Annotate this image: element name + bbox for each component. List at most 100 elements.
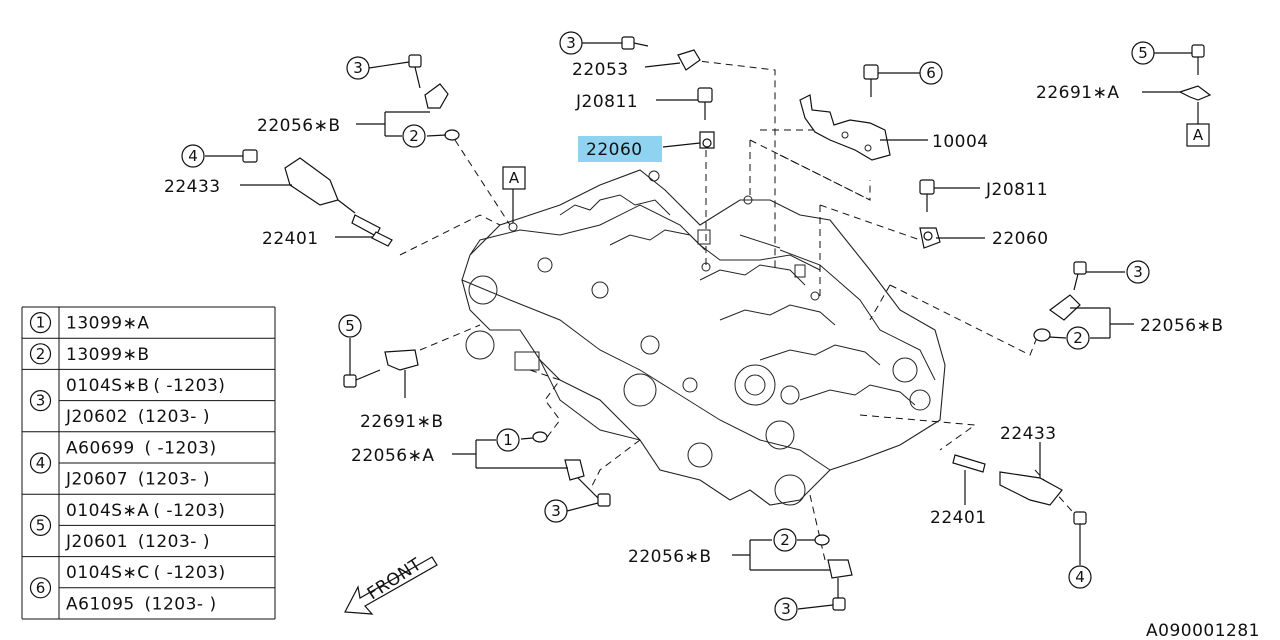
part-ignition-coil-22433-right bbox=[999, 471, 1087, 525]
legend-part-number[interactable]: J20601 (1203- ) bbox=[65, 532, 210, 552]
label-22691b[interactable]: 22691∗B bbox=[360, 412, 444, 432]
legend-key-marker bbox=[29, 577, 52, 599]
diagram-code: A090001281 bbox=[1146, 621, 1260, 640]
svg-text:5: 5 bbox=[345, 317, 355, 335]
reference-box-a-top-right: A bbox=[1186, 123, 1210, 147]
label-22691a[interactable]: 22691∗A bbox=[1036, 83, 1119, 103]
marker-5-left: 5 bbox=[338, 314, 362, 338]
legend-row: 3 0104S∗B ( -1203) J20602 (1203- ) bbox=[22, 376, 275, 433]
legend-table: 1 13099∗A 2 13099∗B 3 0104S∗B ( -1203) J20602 … bbox=[21, 306, 276, 620]
svg-text:2: 2 bbox=[1073, 329, 1083, 347]
legend-key-number: 6 bbox=[36, 579, 46, 597]
svg-text:4: 4 bbox=[1075, 568, 1085, 586]
legend-key-number: 1 bbox=[36, 314, 46, 332]
marker-6-top: 6 bbox=[919, 61, 943, 85]
marker-3-topleft: 3 bbox=[346, 56, 370, 80]
legend-key-number: 5 bbox=[36, 516, 46, 534]
marker-4-left: 4 bbox=[181, 144, 205, 168]
legend-row: 1 13099∗A bbox=[22, 312, 275, 339]
part-bolt-j20811-right bbox=[919, 179, 935, 212]
svg-text:4: 4 bbox=[188, 147, 198, 165]
marker-1-middle: 1 bbox=[496, 428, 520, 452]
label-10004[interactable]: 10004 bbox=[932, 132, 989, 152]
legend-part-number[interactable]: A61095 (1203- ) bbox=[66, 594, 217, 614]
legend-part-number[interactable]: A60699 ( -1203) bbox=[66, 438, 217, 458]
marker-3-right: 3 bbox=[1126, 260, 1150, 284]
legend-key-marker bbox=[29, 514, 52, 537]
callout-leader-lines bbox=[205, 42, 1199, 610]
marker-3-top: 3 bbox=[559, 31, 583, 55]
part-spark-plug-22401-right bbox=[952, 454, 986, 473]
part-bolt-j20811-top bbox=[697, 87, 713, 120]
svg-text:2: 2 bbox=[409, 127, 419, 145]
reference-box-a-engine: A bbox=[502, 166, 526, 190]
svg-text:5: 5 bbox=[1138, 44, 1148, 62]
highlighted-part-box bbox=[578, 136, 662, 162]
label-22401-left[interactable]: 22401 bbox=[262, 229, 319, 249]
legend-key-marker bbox=[29, 390, 52, 412]
marker-3-middle: 3 bbox=[544, 499, 568, 523]
circled-markers: 3 6 5 3 2 4 3 2 5 1 3 2 3 4 bbox=[181, 31, 1155, 621]
marker-3-bottom: 3 bbox=[774, 597, 798, 621]
legend-part-number[interactable]: 0104S∗A ( -1203) bbox=[66, 501, 225, 521]
label-j20811-right[interactable]: J20811 bbox=[985, 180, 1048, 200]
label-22056b-right[interactable]: 22056∗B bbox=[1140, 316, 1224, 336]
part-sensor-22056b-bottom bbox=[814, 534, 853, 611]
svg-text:3: 3 bbox=[353, 59, 363, 77]
front-label: FRONT bbox=[364, 554, 426, 604]
svg-text:6: 6 bbox=[926, 64, 936, 82]
legend-part-number[interactable]: J20602 (1203- ) bbox=[65, 407, 210, 427]
part-knock-sensor-22053 bbox=[677, 49, 701, 71]
marker-2-bottom: 2 bbox=[773, 528, 797, 552]
legend-part-number[interactable]: J20607 (1203- ) bbox=[65, 470, 210, 490]
label-22056b-topleft[interactable]: 22056∗B bbox=[257, 116, 341, 136]
part-sensor-22060-top bbox=[699, 131, 715, 149]
label-22056b-bottom[interactable]: 22056∗B bbox=[628, 547, 712, 567]
part-clip-22691a bbox=[1178, 44, 1212, 101]
label-22056a[interactable]: 22056∗A bbox=[351, 446, 434, 466]
legend-part-number[interactable]: 0104S∗C ( -1203) bbox=[66, 563, 226, 583]
engine-cylinder-head-illustration bbox=[461, 169, 946, 506]
svg-text:A: A bbox=[1193, 126, 1204, 144]
svg-text:1: 1 bbox=[503, 431, 513, 449]
legend-part-number[interactable]: 0104S∗B ( -1203) bbox=[66, 376, 225, 396]
legend-key-marker bbox=[29, 452, 52, 474]
part-sensor-22056b-right bbox=[1033, 261, 1087, 342]
label-22433-left[interactable]: 22433 bbox=[164, 177, 221, 197]
part-ignition-coil-22433-left bbox=[242, 149, 356, 214]
legend-key-number: 2 bbox=[36, 345, 46, 363]
legend-part-number[interactable]: 13099∗A bbox=[66, 314, 149, 334]
legend-row: 5 0104S∗A ( -1203) J20601 (1203- ) bbox=[22, 501, 275, 558]
part-bolt-22053-bolt bbox=[621, 36, 649, 50]
label-j20811-top[interactable]: J20811 bbox=[575, 92, 638, 112]
label-22401-right[interactable]: 22401 bbox=[930, 508, 987, 528]
part-bracket-10004 bbox=[799, 94, 891, 161]
label-22060-highlighted[interactable]: 22060 bbox=[586, 140, 643, 160]
callout-labels: 22053 J20811 22060 10004 J20811 22060 22… bbox=[164, 60, 1260, 640]
svg-text:2: 2 bbox=[780, 531, 790, 549]
part-sensor-22056b-topleft bbox=[408, 54, 460, 141]
front-direction-arrow: FRONT bbox=[344, 554, 438, 615]
label-22053[interactable]: 22053 bbox=[572, 60, 629, 80]
legend-part-number[interactable]: 13099∗B bbox=[66, 345, 150, 365]
part-spark-plug-22401-left bbox=[351, 214, 393, 247]
part-bracket-22691b bbox=[343, 349, 419, 388]
svg-text:3: 3 bbox=[551, 502, 561, 520]
svg-text:3: 3 bbox=[1133, 263, 1143, 281]
svg-text:3: 3 bbox=[781, 600, 791, 618]
part-sensor-22056a bbox=[532, 431, 611, 507]
label-22060-right[interactable]: 22060 bbox=[992, 229, 1049, 249]
svg-text:3: 3 bbox=[566, 34, 576, 52]
marker-4-right: 4 bbox=[1068, 565, 1092, 589]
legend-row: 2 13099∗B bbox=[22, 343, 275, 370]
part-sensor-22060-right bbox=[919, 227, 941, 249]
legend-key-number: 4 bbox=[36, 454, 46, 472]
marker-5-topright: 5 bbox=[1131, 41, 1155, 65]
legend-row: 4 A60699 ( -1203) J20607 (1203- ) bbox=[22, 438, 275, 495]
part-bolt-6 bbox=[863, 64, 879, 97]
label-22433-right[interactable]: 22433 bbox=[1000, 424, 1057, 444]
legend-key-marker bbox=[29, 312, 52, 334]
legend-key-number: 3 bbox=[36, 392, 46, 410]
legend-key-marker bbox=[29, 343, 52, 365]
